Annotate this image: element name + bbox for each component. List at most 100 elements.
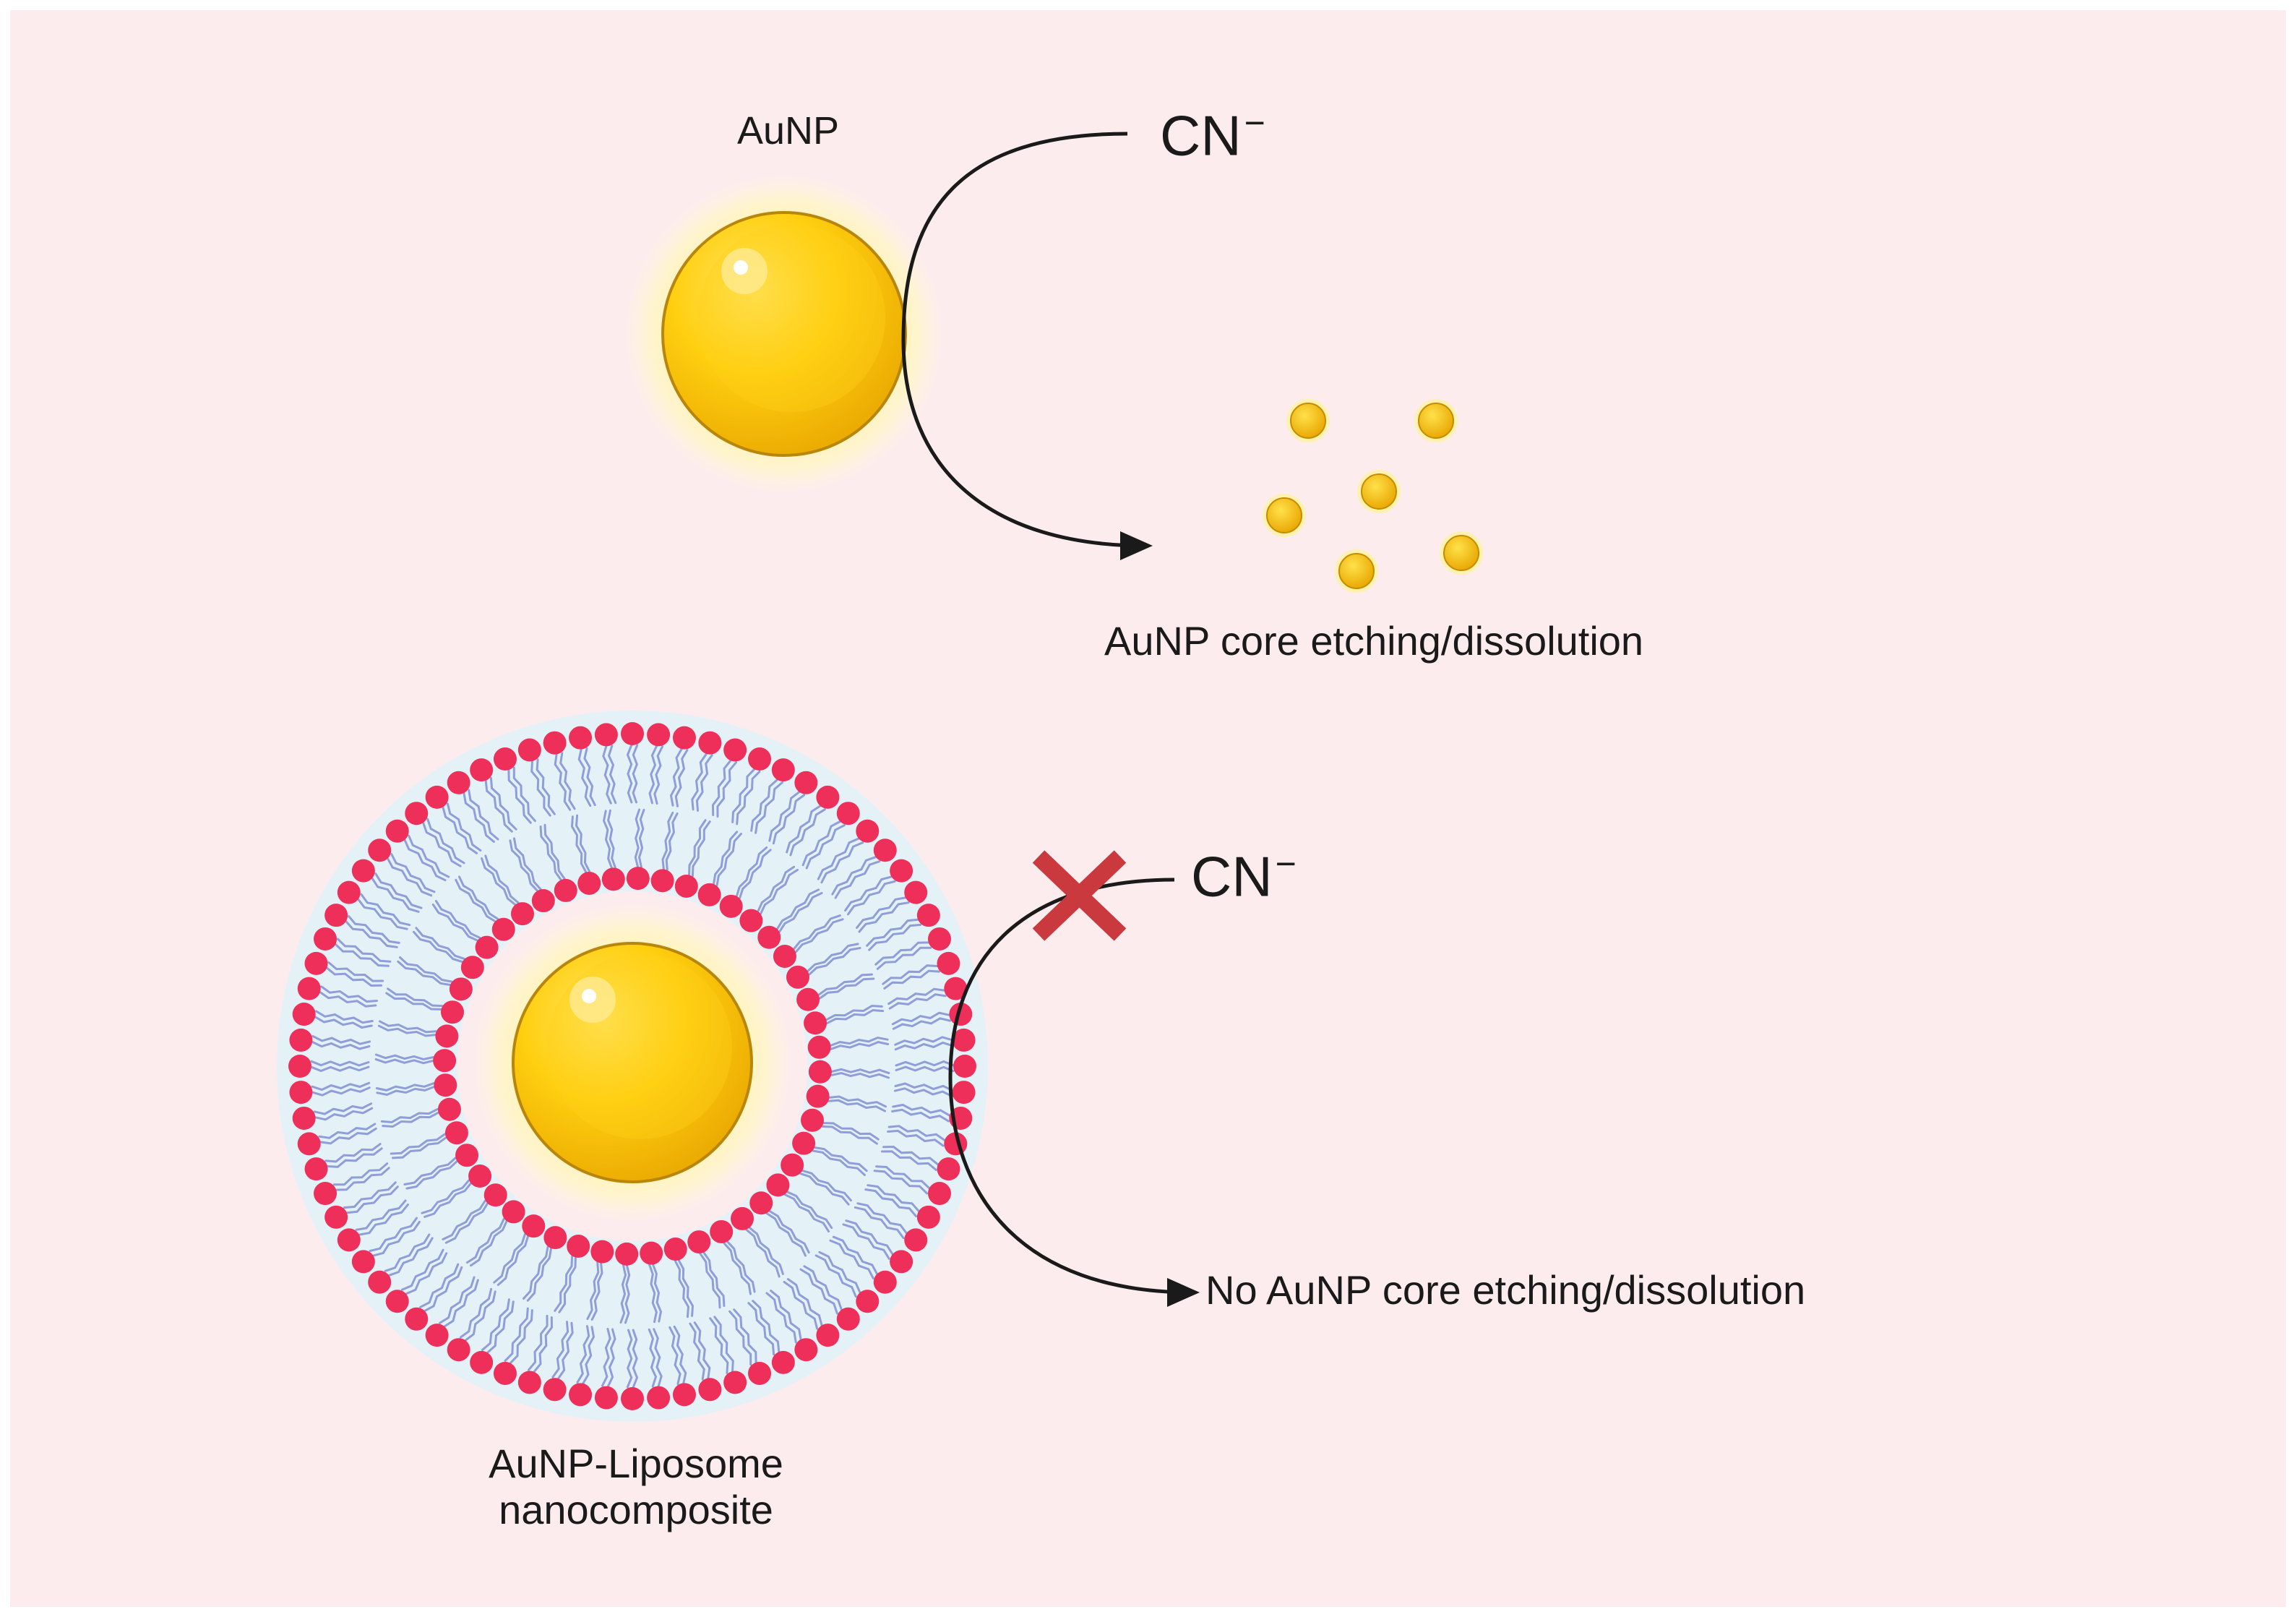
- lipid-head: [475, 935, 499, 959]
- lipid-tail: [481, 857, 517, 906]
- lipid-tail: [507, 768, 532, 824]
- lipid-head: [297, 1132, 321, 1156]
- lipid-tail: [713, 831, 739, 885]
- lipid-tail: [894, 1082, 954, 1091]
- lipid-tail: [607, 1328, 616, 1388]
- lipid-tail: [385, 992, 442, 1011]
- lipid-head: [640, 1241, 663, 1265]
- lipid-head: [444, 1121, 468, 1145]
- lipid-tail: [327, 961, 384, 982]
- lipid-tail: [543, 823, 566, 880]
- lipid-tail: [315, 1010, 374, 1024]
- lipid-head: [890, 859, 913, 883]
- lipid-tail: [801, 820, 841, 867]
- lipid-tail: [528, 1314, 549, 1371]
- lipid-tail: [374, 872, 423, 909]
- lipid-tail: [874, 941, 930, 966]
- lipid-tail: [817, 973, 873, 996]
- lipid-tail: [332, 1162, 389, 1186]
- lipid-tail: [748, 1226, 784, 1275]
- lipid-tail: [728, 1310, 752, 1366]
- lipid-tail: [458, 875, 499, 920]
- lipid-tail: [856, 896, 907, 929]
- lipid-tail: [405, 1160, 458, 1190]
- lipid-head: [856, 819, 880, 843]
- lipid-tail: [801, 1169, 852, 1202]
- lipid-head: [626, 867, 650, 891]
- lipid-tail: [652, 1264, 663, 1323]
- lipid-tail: [709, 1317, 729, 1374]
- lipid-tail: [465, 1217, 505, 1264]
- lipid-tail: [314, 1102, 373, 1115]
- lipid-head: [502, 1200, 525, 1224]
- lipid-head: [647, 723, 671, 747]
- lipid-head: [297, 977, 321, 1000]
- lipid-tail: [533, 1316, 554, 1373]
- lipid-head: [873, 1270, 897, 1294]
- lipid-head: [437, 1097, 461, 1121]
- lipid-tail: [439, 1276, 476, 1324]
- liposome-label-line1: AuNP-Liposome: [489, 1441, 783, 1486]
- lipid-tail: [887, 1125, 946, 1141]
- lipid-head: [590, 1240, 614, 1264]
- lipid-head: [904, 880, 928, 904]
- lipid-head: [804, 1011, 827, 1035]
- lipid-tail: [830, 1068, 890, 1075]
- lipid-head: [292, 1003, 316, 1026]
- lipid-head: [748, 1361, 772, 1385]
- lipid-head: [385, 819, 409, 843]
- lipid-tail: [713, 1316, 734, 1373]
- lipid-head: [289, 1081, 313, 1105]
- lipid-tail: [894, 1036, 953, 1046]
- lipid-head: [952, 1081, 976, 1105]
- lipid-tail: [626, 1329, 633, 1389]
- lipid-tail: [311, 1041, 371, 1050]
- lipid-tail: [765, 1292, 797, 1344]
- lipid-tail: [554, 1255, 574, 1312]
- lipid-tail: [693, 1321, 711, 1379]
- lipid-tail: [413, 930, 464, 964]
- lipid-tail: [310, 1060, 370, 1067]
- charge-superscript: −: [1244, 103, 1265, 143]
- lipid-tail: [699, 1253, 721, 1309]
- lipid-tail: [335, 1167, 390, 1191]
- lipid-tail: [336, 938, 392, 963]
- lipid-tail: [830, 1041, 890, 1050]
- lipid-tail: [324, 1143, 382, 1163]
- lipid-head: [435, 1024, 459, 1048]
- aunp-label: AuNP: [737, 109, 840, 153]
- lipid-tail: [513, 837, 542, 891]
- lipid-tail: [882, 964, 939, 985]
- lipid-tail: [369, 1217, 418, 1253]
- free-aunp-particle: [625, 175, 943, 493]
- lipid-tail: [619, 1264, 627, 1324]
- lipid-head: [748, 747, 772, 771]
- lipid-head: [647, 1386, 671, 1410]
- lipid-tail: [702, 1251, 726, 1307]
- lipid-head: [292, 1106, 316, 1130]
- lipid-tail: [311, 1081, 371, 1091]
- lipid-tail: [415, 927, 465, 960]
- lipid-tail: [512, 766, 536, 823]
- lipid-tail: [390, 1133, 446, 1155]
- lipid-tail: [854, 1206, 905, 1240]
- lipid-tail: [577, 748, 592, 807]
- lipid-tail: [426, 818, 465, 865]
- lipid-tail: [377, 1024, 437, 1037]
- lipid-head: [324, 1205, 348, 1229]
- lipid-head: [493, 747, 517, 771]
- lipid-head: [836, 802, 860, 825]
- lipid-tail: [624, 1264, 631, 1324]
- lipid-tail: [484, 854, 520, 904]
- lipid-tail: [711, 759, 732, 816]
- lipid-tail: [760, 868, 799, 915]
- lipid-tail: [887, 1129, 945, 1147]
- lipid-tail: [775, 888, 820, 930]
- lipid-tail: [648, 1264, 658, 1324]
- lipid-head: [522, 1214, 546, 1238]
- lipid-tail: [770, 1290, 802, 1341]
- lipid-tail: [826, 1008, 885, 1025]
- lipid-head: [385, 1290, 409, 1313]
- lipid-tail: [715, 833, 742, 887]
- lipid-tail: [382, 1111, 440, 1128]
